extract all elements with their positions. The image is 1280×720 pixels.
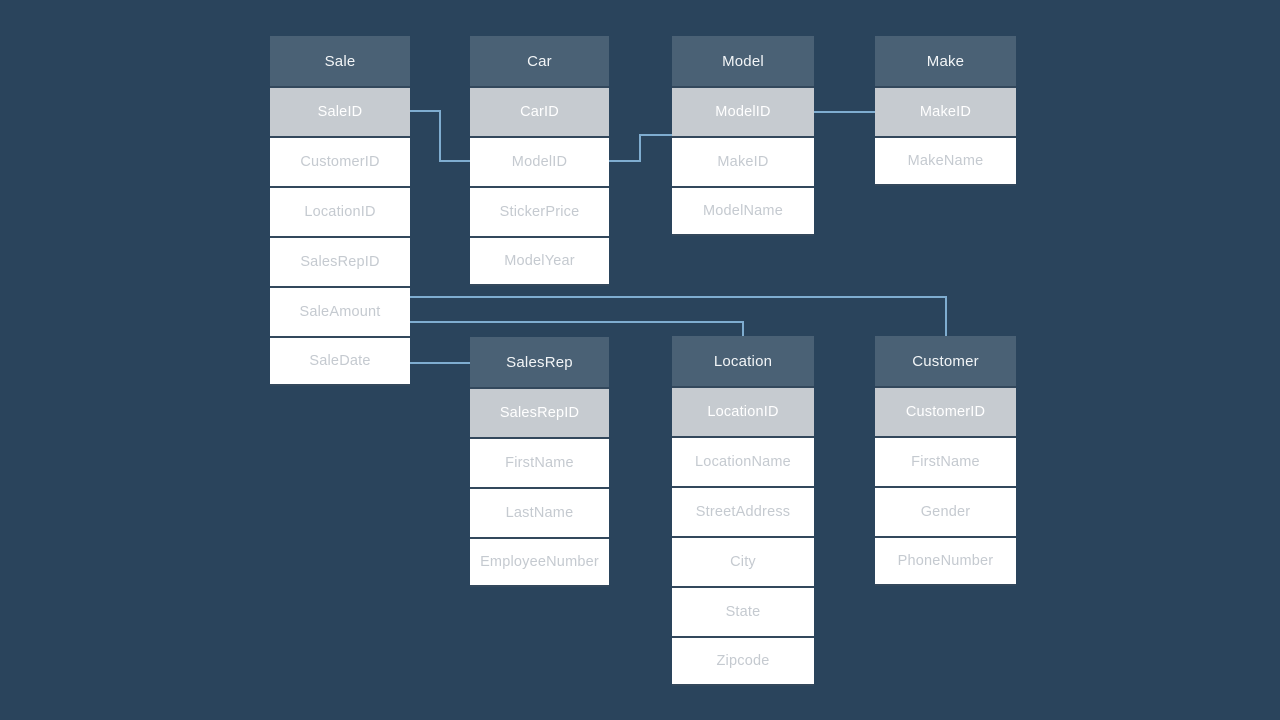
primary-key-field-carid[interactable]: CarID: [470, 86, 609, 136]
field-firstname[interactable]: FirstName: [470, 437, 609, 487]
primary-key-field-makeid[interactable]: MakeID: [875, 86, 1016, 136]
entity-header-make: Make: [875, 36, 1016, 86]
field-gender[interactable]: Gender: [875, 486, 1016, 536]
entity-header-customer: Customer: [875, 336, 1016, 386]
field-city[interactable]: City: [672, 536, 814, 586]
primary-key-field-customerid[interactable]: CustomerID: [875, 386, 1016, 436]
field-modelid[interactable]: ModelID: [470, 136, 609, 186]
entity-header-car: Car: [470, 36, 609, 86]
primary-key-field-modelid[interactable]: ModelID: [672, 86, 814, 136]
field-zipcode[interactable]: Zipcode: [672, 636, 814, 686]
field-streetaddress[interactable]: StreetAddress: [672, 486, 814, 536]
entity-header-salesrep: SalesRep: [470, 337, 609, 387]
field-makename[interactable]: MakeName: [875, 136, 1016, 186]
primary-key-field-saleid[interactable]: SaleID: [270, 86, 410, 136]
field-makeid[interactable]: MakeID: [672, 136, 814, 186]
field-salesrepid[interactable]: SalesRepID: [270, 236, 410, 286]
field-modelyear[interactable]: ModelYear: [470, 236, 609, 286]
entity-header-location: Location: [672, 336, 814, 386]
field-locationid[interactable]: LocationID: [270, 186, 410, 236]
field-firstname[interactable]: FirstName: [875, 436, 1016, 486]
primary-key-field-locationid[interactable]: LocationID: [672, 386, 814, 436]
relationship-line-3: [410, 296, 947, 337]
field-phonenumber[interactable]: PhoneNumber: [875, 536, 1016, 586]
relationship-line-0: [410, 110, 470, 162]
field-saledate[interactable]: SaleDate: [270, 336, 410, 386]
field-stickerprice[interactable]: StickerPrice: [470, 186, 609, 236]
primary-key-field-salesrepid[interactable]: SalesRepID: [470, 387, 609, 437]
field-locationname[interactable]: LocationName: [672, 436, 814, 486]
field-state[interactable]: State: [672, 586, 814, 636]
relationship-line-4: [410, 321, 744, 337]
field-employeenumber[interactable]: EmployeeNumber: [470, 537, 609, 587]
entity-header-model: Model: [672, 36, 814, 86]
relationship-line-1: [609, 134, 672, 162]
entity-header-sale: Sale: [270, 36, 410, 86]
field-lastname[interactable]: LastName: [470, 487, 609, 537]
field-modelname[interactable]: ModelName: [672, 186, 814, 236]
field-customerid[interactable]: CustomerID: [270, 136, 410, 186]
field-saleamount[interactable]: SaleAmount: [270, 286, 410, 336]
